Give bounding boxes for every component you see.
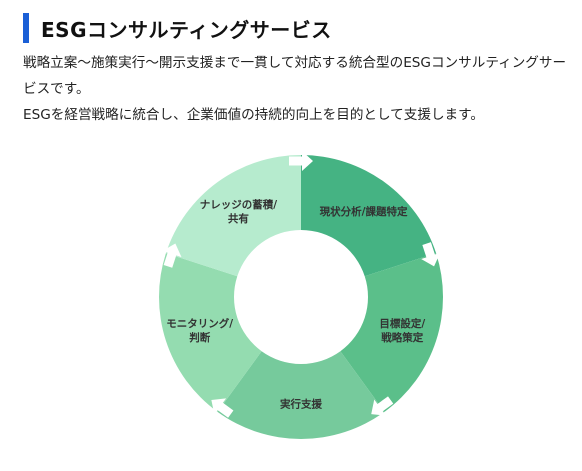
cycle-segment-label-line: 現状分析/課題特定	[320, 205, 408, 218]
cycle-segment-label-line: 戦略策定	[381, 331, 423, 344]
cycle-segment-label-line: 実行支援	[280, 398, 322, 411]
cycle-segment-label-2: 目標設定/戦略策定	[379, 317, 425, 344]
cycle-segment-label-1: 現状分析/課題特定	[320, 205, 408, 218]
arrow-shape	[421, 242, 441, 267]
cycle-segment-label-3: 実行支援	[280, 398, 322, 411]
white-arrow-icon	[162, 243, 182, 268]
white-arrow-icon	[371, 396, 394, 416]
cycle-segment-1	[301, 155, 437, 277]
white-arrow-icon	[421, 242, 441, 267]
cycle-segment-label-line: ナレッジの蓄積/	[200, 198, 277, 211]
page-title: ESGコンサルティングサービス	[41, 17, 332, 42]
white-arrow-icon	[289, 151, 313, 171]
service-description: 戦略立案〜施策実行〜開示支援まで一貫して対応する統合型のESGコンサルティングサ…	[23, 50, 578, 128]
cycle-segment-4	[159, 253, 262, 412]
arrow-shape	[211, 398, 234, 418]
cycle-segment-3	[217, 351, 385, 439]
cycle-segment-2	[340, 253, 443, 412]
cycle-segment-label-line: モニタリング/	[166, 317, 233, 330]
header-accent-bar	[23, 13, 29, 43]
section-header: ESGコンサルティングサービス	[23, 12, 332, 44]
description-line-2: ESGを経営戦略に統合し、企業価値の持続的向上を目的として支援します。	[23, 107, 484, 123]
arrow-shape	[289, 151, 313, 171]
cycle-segment-5	[165, 155, 301, 277]
white-arrow-icon	[211, 398, 234, 418]
arrow-shape	[162, 243, 182, 268]
arrow-shape	[371, 396, 394, 416]
cycle-segment-label-line: 共有	[228, 212, 249, 225]
cycle-segment-label-line: 目標設定/	[379, 317, 425, 330]
cycle-segment-label-4: モニタリング/判断	[166, 317, 233, 344]
cycle-segment-label-5: ナレッジの蓄積/共有	[200, 198, 277, 225]
description-line-1: 戦略立案〜施策実行〜開示支援まで一貫して対応する統合型のESGコンサルティングサ…	[23, 55, 567, 97]
cycle-segment-label-line: 判断	[189, 331, 210, 344]
